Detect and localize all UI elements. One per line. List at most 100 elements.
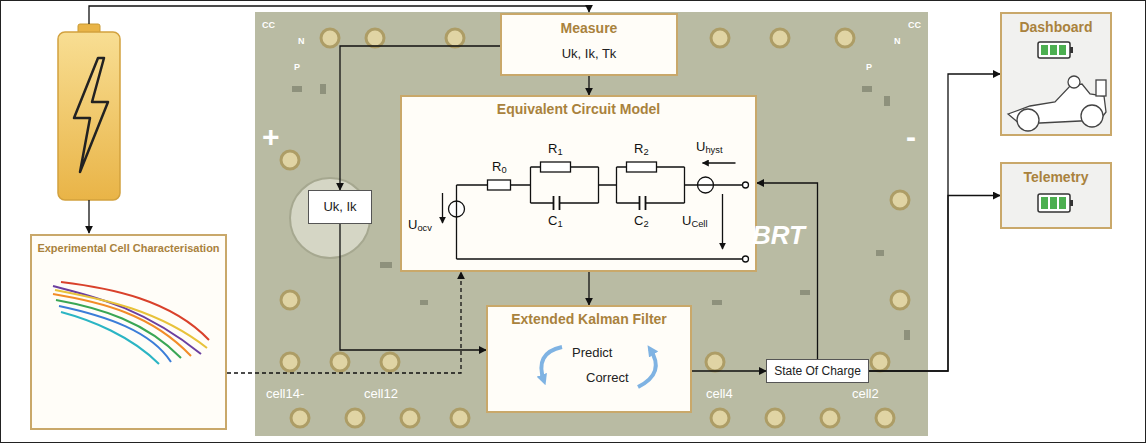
- rect-shape: [540, 162, 570, 172]
- circle-shape: [1081, 105, 1103, 127]
- circuit-diagram: [400, 97, 757, 274]
- signal-list: Uk, Ik, Tk: [562, 46, 617, 61]
- component-label: R0: [492, 159, 507, 175]
- rect-shape: [1041, 197, 1048, 209]
- circle-shape: [836, 29, 854, 47]
- symbol-subscript: 0: [501, 165, 506, 175]
- connector-arrow: [869, 74, 1000, 371]
- symbol-letter: U: [408, 217, 417, 232]
- circle-shape: [766, 409, 784, 427]
- circle-shape: [281, 353, 299, 371]
- circle-shape: [706, 353, 724, 371]
- signal-list: Uk, Ik: [323, 199, 356, 214]
- g-shape: [1008, 76, 1106, 131]
- path-shape: [55, 290, 207, 348]
- rect-shape: [1050, 45, 1057, 55]
- path-shape: [553, 196, 559, 210]
- g-shape: [448, 162, 748, 262]
- symbol-letter: U: [696, 139, 705, 154]
- silkscreen-label: N: [298, 36, 305, 46]
- circle-shape: [711, 409, 729, 427]
- silkscreen-label: cell12: [364, 386, 398, 401]
- terminal-sign: +: [262, 120, 280, 154]
- path-shape: [441, 193, 442, 223]
- connector-arrow: [869, 196, 1000, 372]
- circle-shape: [331, 353, 349, 371]
- symbol-letter: C: [548, 213, 557, 228]
- rect-shape: [1038, 194, 1070, 212]
- box-title: Extended Kalman Filter: [511, 311, 667, 327]
- circle-shape: [381, 353, 399, 371]
- circle-shape: [711, 29, 729, 47]
- symbol-letter: U: [682, 213, 691, 228]
- symbol-subscript: 2: [643, 147, 648, 157]
- circle-shape: [871, 353, 889, 371]
- g-shape: [442, 163, 742, 259]
- output-text: State Of Charge: [774, 364, 861, 378]
- circle-shape: [771, 29, 789, 47]
- step-text: Correct: [586, 370, 629, 385]
- symbol-subscript: 1: [557, 147, 562, 157]
- mounting-holes: [281, 29, 909, 427]
- silkscreen-label: CC: [908, 20, 921, 30]
- rect-shape: [1041, 45, 1048, 55]
- process-box: MeasureUk, Ik, Tk: [500, 13, 678, 76]
- circle-shape: [451, 409, 469, 427]
- box-title: Dashboard: [1019, 19, 1092, 35]
- step-text: Predict: [572, 345, 612, 360]
- rect-shape: [58, 32, 120, 200]
- path-shape: [639, 196, 645, 210]
- path-shape: [638, 349, 656, 387]
- box-title: Equivalent Circuit Model: [497, 101, 660, 117]
- circle-shape: [321, 29, 339, 47]
- circle-shape: [891, 191, 909, 209]
- box-title: Experimental Cell Characterisation: [37, 242, 219, 254]
- rect-shape: [420, 300, 428, 305]
- circle-shape: [876, 409, 894, 427]
- rect-shape: [380, 262, 392, 268]
- circle-shape: [891, 291, 909, 309]
- process-box: Experimental Cell Characterisation: [30, 234, 227, 430]
- path-shape: [61, 312, 159, 364]
- silkscreen-label: CC: [262, 20, 275, 30]
- process-box: Extended Kalman FilterPredictCorrect: [486, 305, 692, 413]
- path-shape: [702, 162, 735, 163]
- rect-shape: [884, 96, 890, 106]
- symbol-subscript: ocv: [417, 223, 432, 233]
- display-box: Dashboard: [1000, 12, 1112, 136]
- connector-arrow: [757, 183, 818, 359]
- circle-shape: [742, 256, 748, 262]
- path-shape: [541, 347, 562, 381]
- circle-shape: [1017, 109, 1039, 131]
- rect-shape: [712, 300, 722, 305]
- g-shape: [53, 282, 209, 364]
- battery-icon: [58, 24, 120, 200]
- silkscreen-label: P: [866, 62, 872, 72]
- signal-box: Uk, Ik: [308, 190, 372, 224]
- connector-arrow: [588, 272, 589, 305]
- symbol-letter: C: [634, 213, 643, 228]
- rect-shape: [487, 180, 510, 190]
- rect-shape: [862, 86, 872, 92]
- rect-shape: [1070, 47, 1073, 53]
- rect-shape: [876, 250, 884, 256]
- symbol-letter: R: [634, 141, 643, 156]
- voltage-label: UCell: [682, 213, 708, 229]
- path-shape: [74, 58, 108, 172]
- connector-arrow: [588, 76, 589, 95]
- circle-shape: [742, 182, 748, 188]
- component-label: C1: [548, 213, 563, 229]
- rect-shape: [1070, 200, 1073, 206]
- symbol-subscript: hyst: [705, 145, 722, 155]
- silkscreen-label: cell14-: [266, 386, 304, 401]
- silkscreen-label: N: [894, 36, 901, 46]
- rect-shape: [1096, 80, 1106, 96]
- circle-shape: [346, 409, 364, 427]
- terminal-sign: -: [906, 120, 916, 154]
- box-title: Telemetry: [1023, 169, 1088, 185]
- rect-shape: [800, 290, 810, 295]
- voltage-label: Uhyst: [696, 139, 723, 155]
- characterisation-curves: [31, 236, 227, 432]
